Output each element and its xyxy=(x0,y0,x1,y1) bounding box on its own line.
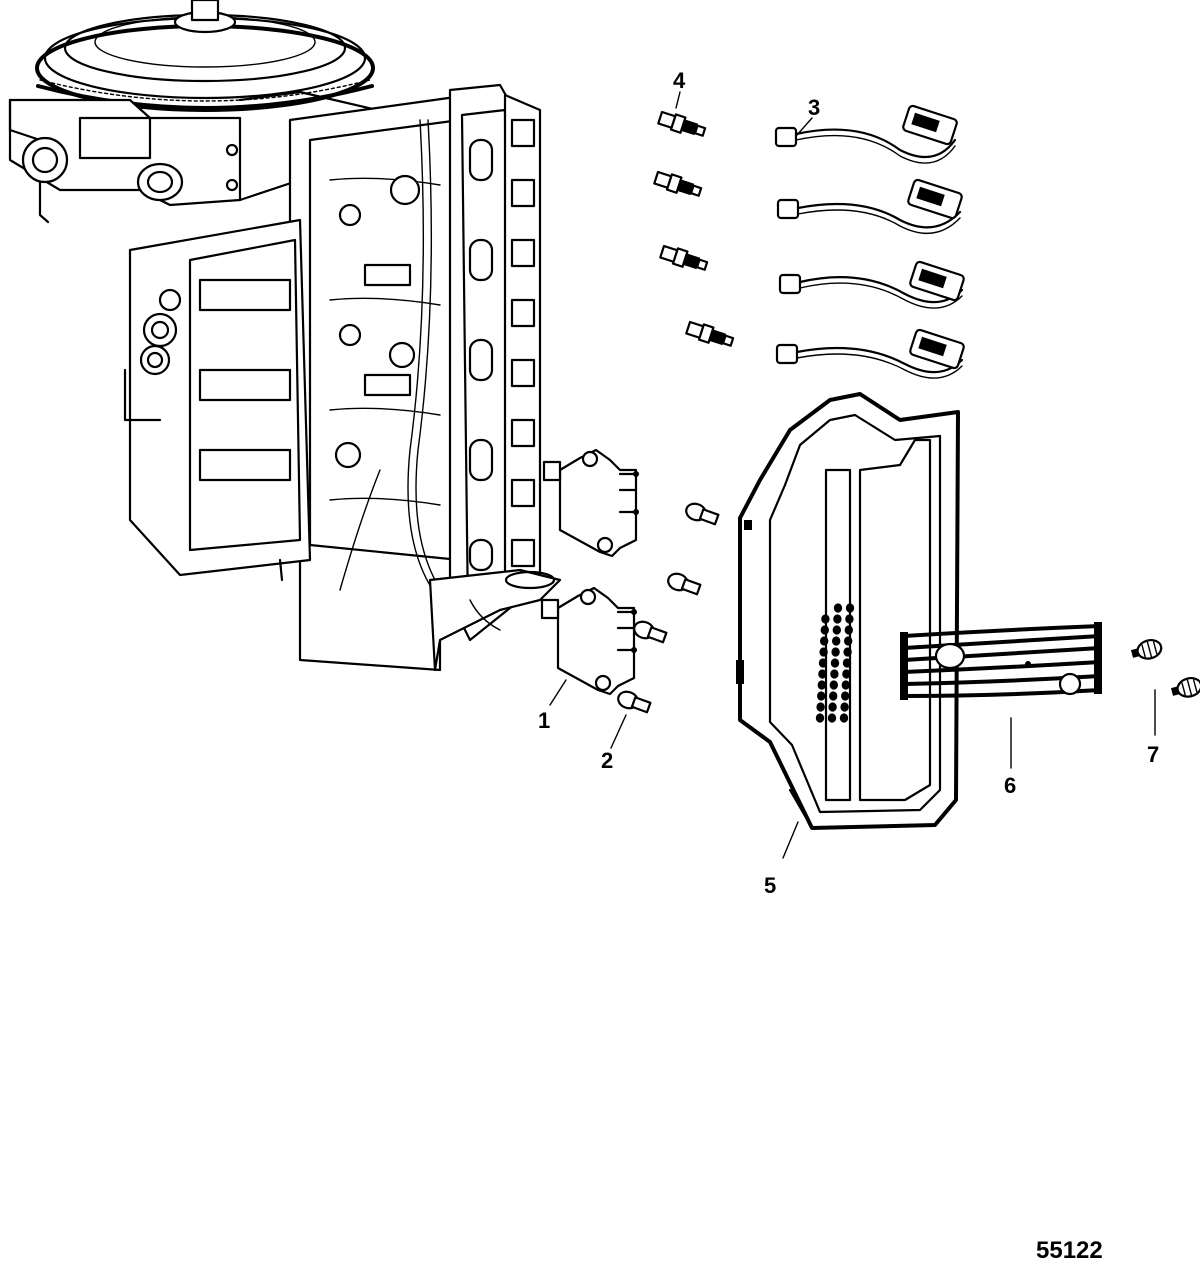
vent-hole xyxy=(843,647,852,657)
vent-hole xyxy=(844,636,853,646)
vent-hole xyxy=(830,669,839,679)
vent-hole xyxy=(832,625,841,635)
vent-hole xyxy=(817,680,826,690)
flywheel xyxy=(35,0,375,112)
vent-hole xyxy=(844,625,853,635)
cover-plug xyxy=(1130,639,1163,660)
intake-plate xyxy=(123,218,312,582)
vent-hole xyxy=(818,669,827,679)
callout-6: 6 xyxy=(1004,773,1016,798)
spark-plug-leads xyxy=(774,104,965,379)
spark-plug xyxy=(685,320,735,347)
spark-plug-lead xyxy=(776,178,963,235)
vent-hole xyxy=(842,669,851,679)
vent-hole xyxy=(816,702,825,712)
ignition-coils xyxy=(540,448,639,696)
vent-hole xyxy=(829,680,838,690)
cover-plug xyxy=(1170,677,1200,698)
vent-hole xyxy=(842,658,852,668)
callout-labels: 1 2 3 4 5 6 7 xyxy=(538,68,1159,898)
spark-plug xyxy=(653,170,703,197)
vent-hole xyxy=(827,713,837,723)
ignition-cover xyxy=(736,392,960,830)
wire-harness xyxy=(900,622,1102,700)
vent-hole xyxy=(817,691,826,701)
vent-hole xyxy=(819,647,828,657)
vent-hole xyxy=(831,647,840,657)
vent-hole xyxy=(839,713,849,723)
vent-hole xyxy=(829,691,838,701)
vent-hole xyxy=(841,680,850,690)
figure-number: 55122 xyxy=(1036,1237,1103,1264)
vent-hole xyxy=(833,614,842,624)
vent-hole xyxy=(845,603,855,613)
vent-hole xyxy=(820,625,829,635)
spark-plug xyxy=(657,110,707,137)
callout-3: 3 xyxy=(808,95,820,120)
screw xyxy=(685,502,720,526)
ignition-coil xyxy=(540,586,637,696)
spark-plug-lead xyxy=(775,328,965,379)
spark-plug xyxy=(659,244,709,271)
screw xyxy=(617,690,652,714)
vent-hole xyxy=(832,636,841,646)
vent-hole xyxy=(830,658,840,668)
vent-hole xyxy=(828,702,837,712)
ignition-coil xyxy=(542,448,639,558)
cover-plugs xyxy=(1130,639,1200,698)
screws xyxy=(617,502,720,714)
screw xyxy=(633,620,668,644)
spark-plug-lead xyxy=(778,260,965,309)
screw xyxy=(667,572,702,596)
callout-leaders xyxy=(549,91,1156,859)
engine-mount-bracket xyxy=(8,90,422,224)
engine-block xyxy=(8,0,562,672)
vent-hole xyxy=(820,636,829,646)
callout-7: 7 xyxy=(1147,742,1159,767)
vent-hole xyxy=(833,603,843,613)
callout-5: 5 xyxy=(764,873,776,898)
spark-plug-lead xyxy=(774,104,958,164)
callout-4: 4 xyxy=(673,68,686,93)
callout-2: 2 xyxy=(601,748,613,773)
vent-holes xyxy=(815,603,855,723)
block-ribs xyxy=(503,93,542,602)
vent-hole xyxy=(845,614,854,624)
vent-hole xyxy=(841,691,850,701)
callout-1: 1 xyxy=(538,708,550,733)
lower-block xyxy=(428,568,562,672)
spark-plugs xyxy=(653,110,735,347)
vent-hole xyxy=(815,713,825,723)
vent-hole xyxy=(840,702,849,712)
vent-hole xyxy=(818,658,828,668)
cylinder-head-gasket xyxy=(448,83,522,642)
vent-hole xyxy=(821,614,830,624)
